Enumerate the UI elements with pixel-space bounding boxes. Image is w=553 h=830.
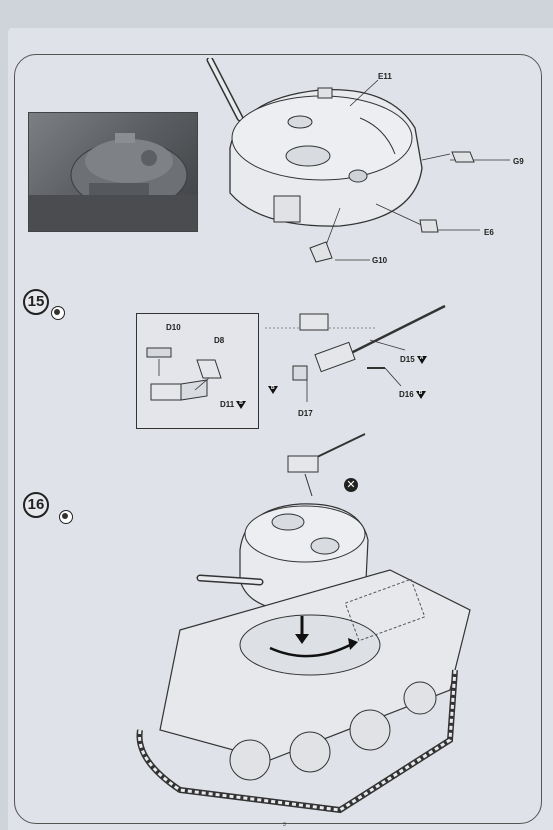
- step-number-16: 16: [23, 492, 49, 518]
- marker-triangle-icon: B: [268, 385, 278, 394]
- marker-triangle-icon: A: [416, 355, 427, 364]
- tank-assembly-drawing: [136, 433, 471, 814]
- cement-icon: [51, 306, 65, 320]
- page-frame: [14, 54, 542, 824]
- no-cement-icon: ✕: [344, 478, 358, 492]
- marker-triangle-icon: B: [236, 400, 247, 409]
- turret-drawing: [206, 58, 510, 263]
- reference-photo: [28, 112, 198, 232]
- part-label-e11: E11: [378, 72, 392, 81]
- part-code-d11: D11: [220, 400, 235, 409]
- part-code-d15: D15: [400, 355, 415, 364]
- cement-icon: [59, 510, 73, 524]
- part-code-d16: D16: [399, 390, 414, 399]
- part-marker-d17: B: [266, 385, 278, 394]
- page-number: 3: [283, 822, 286, 828]
- part-label-e6: E6: [484, 228, 494, 237]
- marker-triangle-icon: B: [415, 390, 426, 399]
- part-label-d10: D10: [166, 323, 181, 332]
- machine-gun-drawing: [265, 304, 446, 402]
- part-label-g9: G9: [513, 157, 524, 166]
- part-label-d17: D17: [298, 409, 313, 418]
- part-label-g10: G10: [372, 256, 388, 265]
- detail-inset: [136, 313, 259, 429]
- part-label-d8: D8: [214, 336, 225, 345]
- step-number-15: 15: [23, 289, 49, 315]
